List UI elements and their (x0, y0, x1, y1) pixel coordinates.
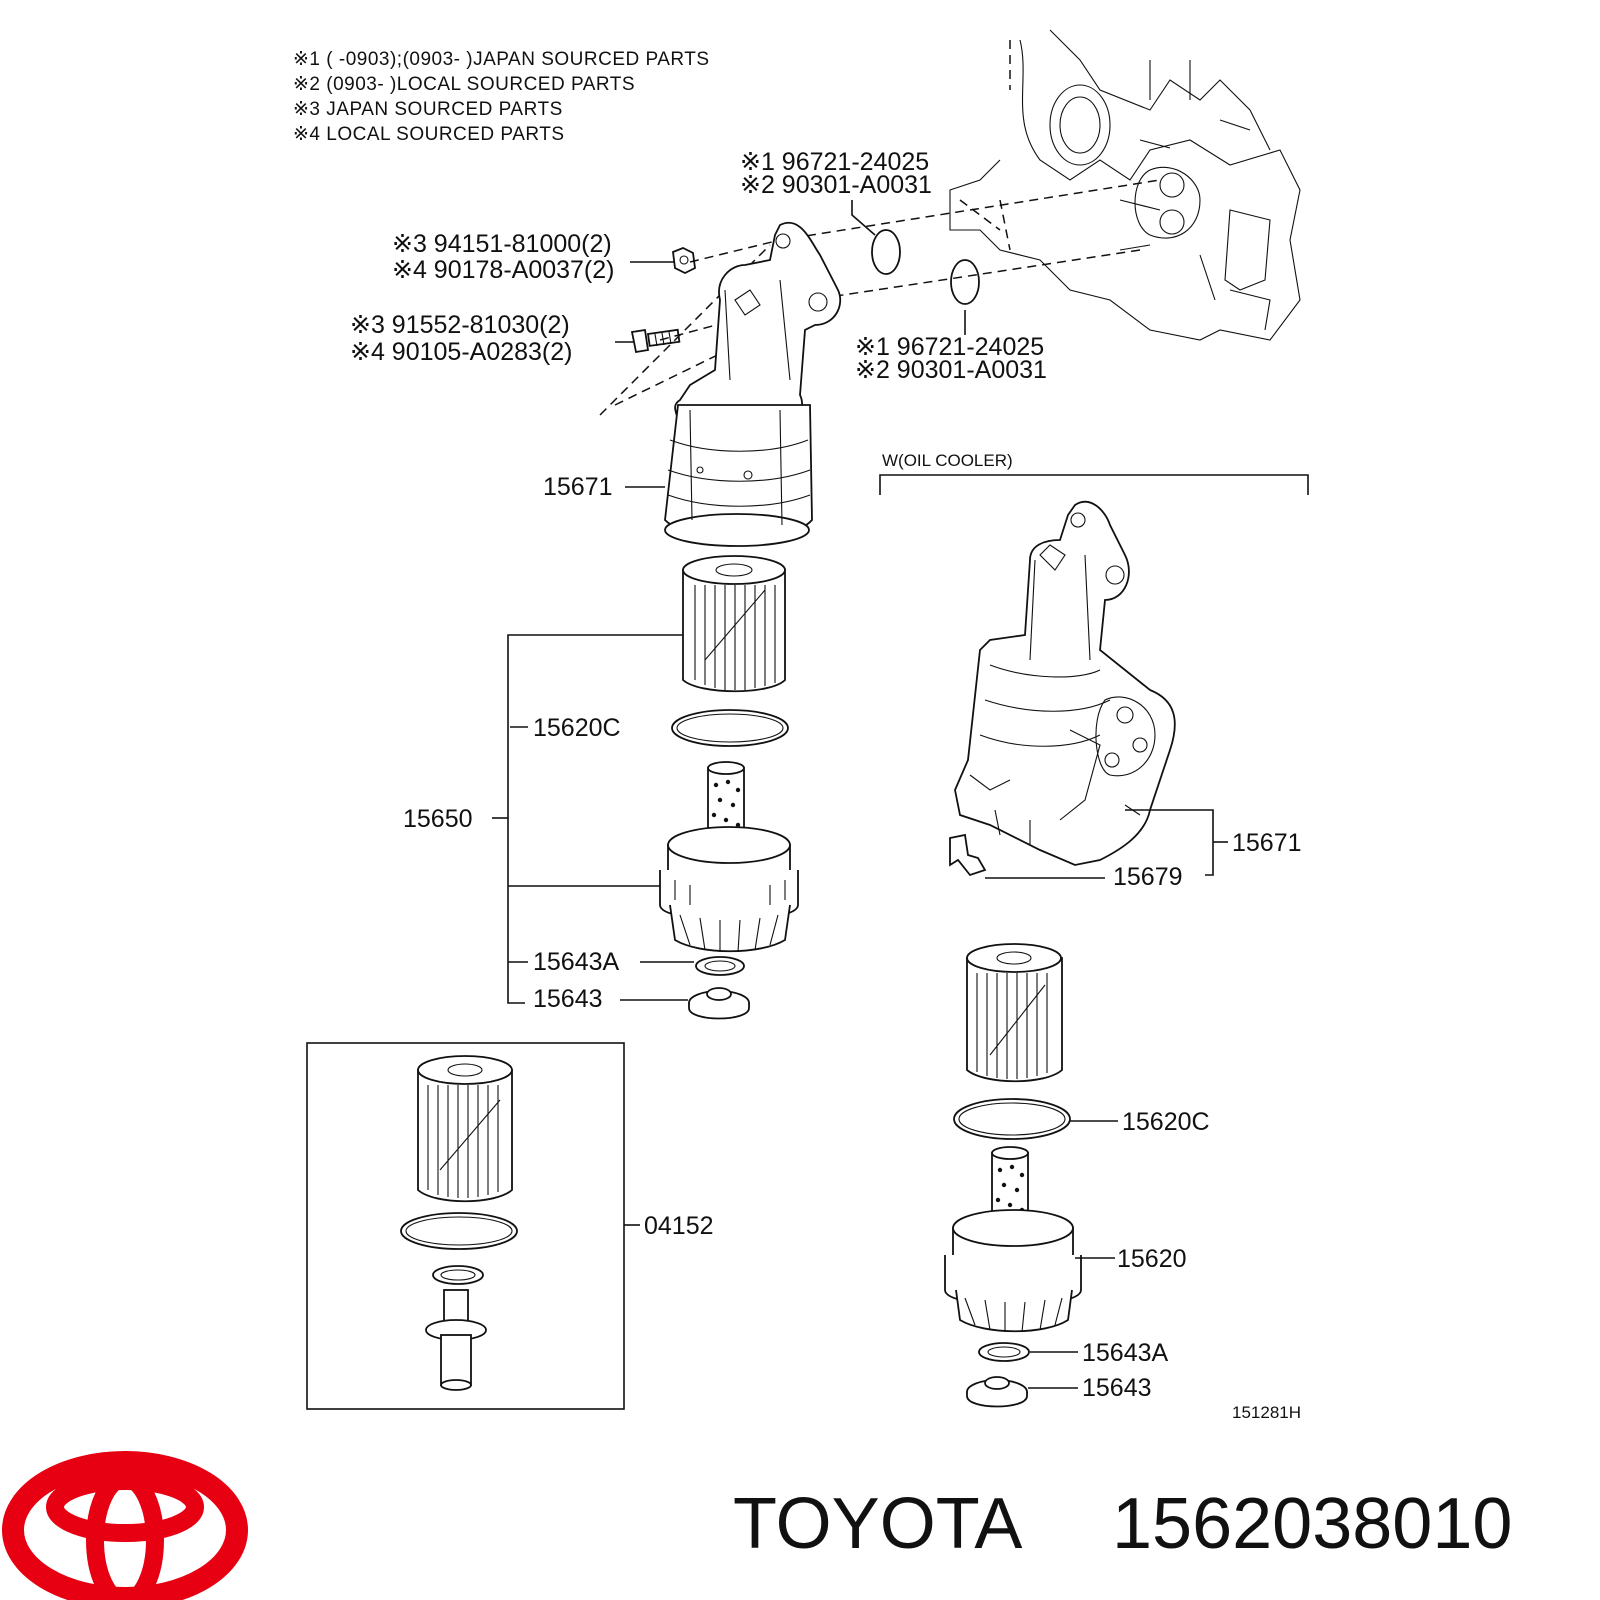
callout-nut-2: ※4 90178-A0037(2) (392, 256, 615, 284)
label-kit: 04152 (644, 1212, 714, 1240)
label-washer-right: 15643A (1082, 1339, 1169, 1367)
note-4: ※4 LOCAL SOURCED PARTS (293, 124, 565, 145)
label-plug-left: 15643 (533, 985, 603, 1013)
figure-code: 151281H (1232, 1403, 1301, 1422)
label-gasket-right: 15620C (1122, 1108, 1210, 1136)
label-assembly: 15650 (403, 805, 473, 833)
oil-cooler-section: W(OIL COOLER) 15671 15679 15 (879, 451, 1309, 1408)
washer-left (695, 956, 745, 976)
callout-oring-mid-1: ※1 96721-24025 (855, 333, 1044, 361)
gasket-left (671, 709, 789, 747)
note-2: ※2 (0903- )LOCAL SOURCED PARTS (293, 74, 635, 95)
o-ring-lower (950, 259, 980, 305)
oil-cooler-title: W(OIL COOLER) (882, 451, 1013, 470)
callout-bolt-2: ※4 90105-A0283(2) (350, 338, 573, 366)
drain-plug-left (688, 987, 750, 1020)
toyota-logo-icon (2, 1451, 248, 1600)
callout-oring-top-2: ※2 90301-A0031 (740, 171, 932, 199)
assembly-bracket-15650 (492, 634, 694, 1004)
callout-nut-1: ※3 94151-81000(2) (392, 230, 612, 258)
label-washer-left: 15643A (533, 948, 620, 976)
nut-part (672, 247, 696, 275)
label-cap-right: 15620 (1117, 1245, 1187, 1273)
label-bracket-right: 15671 (1232, 829, 1302, 857)
top-callouts: ※1 96721-24025 ※2 90301-A0031 ※3 94151-8… (350, 148, 1047, 384)
o-ring-upper (871, 229, 901, 275)
note-3: ※3 JAPAN SOURCED PARTS (293, 99, 563, 120)
label-clip: 15679 (1113, 863, 1183, 891)
label-gasket-left: 15620C (533, 714, 621, 742)
part-number: 1562038010 (1112, 1484, 1512, 1564)
callout-bolt-1: ※3 91552-81030(2) (350, 311, 570, 339)
kit-box (306, 1042, 625, 1410)
note-1: ※1 ( -0903);(0903- )JAPAN SOURCED PARTS (293, 49, 710, 70)
label-bracket-left: 15671 (543, 473, 613, 501)
filter-cap-left (659, 761, 799, 953)
brand-name: TOYOTA (733, 1484, 1022, 1564)
bolt-part (630, 328, 681, 354)
filter-housing-bracket (664, 222, 842, 547)
notes-block: ※1 ( -0903);(0903- )JAPAN SOURCED PARTS … (293, 49, 710, 145)
callout-oring-top-1: ※1 96721-24025 (740, 148, 929, 176)
label-plug-right: 15643 (1082, 1374, 1152, 1402)
callout-oring-mid-2: ※2 90301-A0031 (855, 356, 1047, 384)
filter-element-left (682, 555, 786, 693)
